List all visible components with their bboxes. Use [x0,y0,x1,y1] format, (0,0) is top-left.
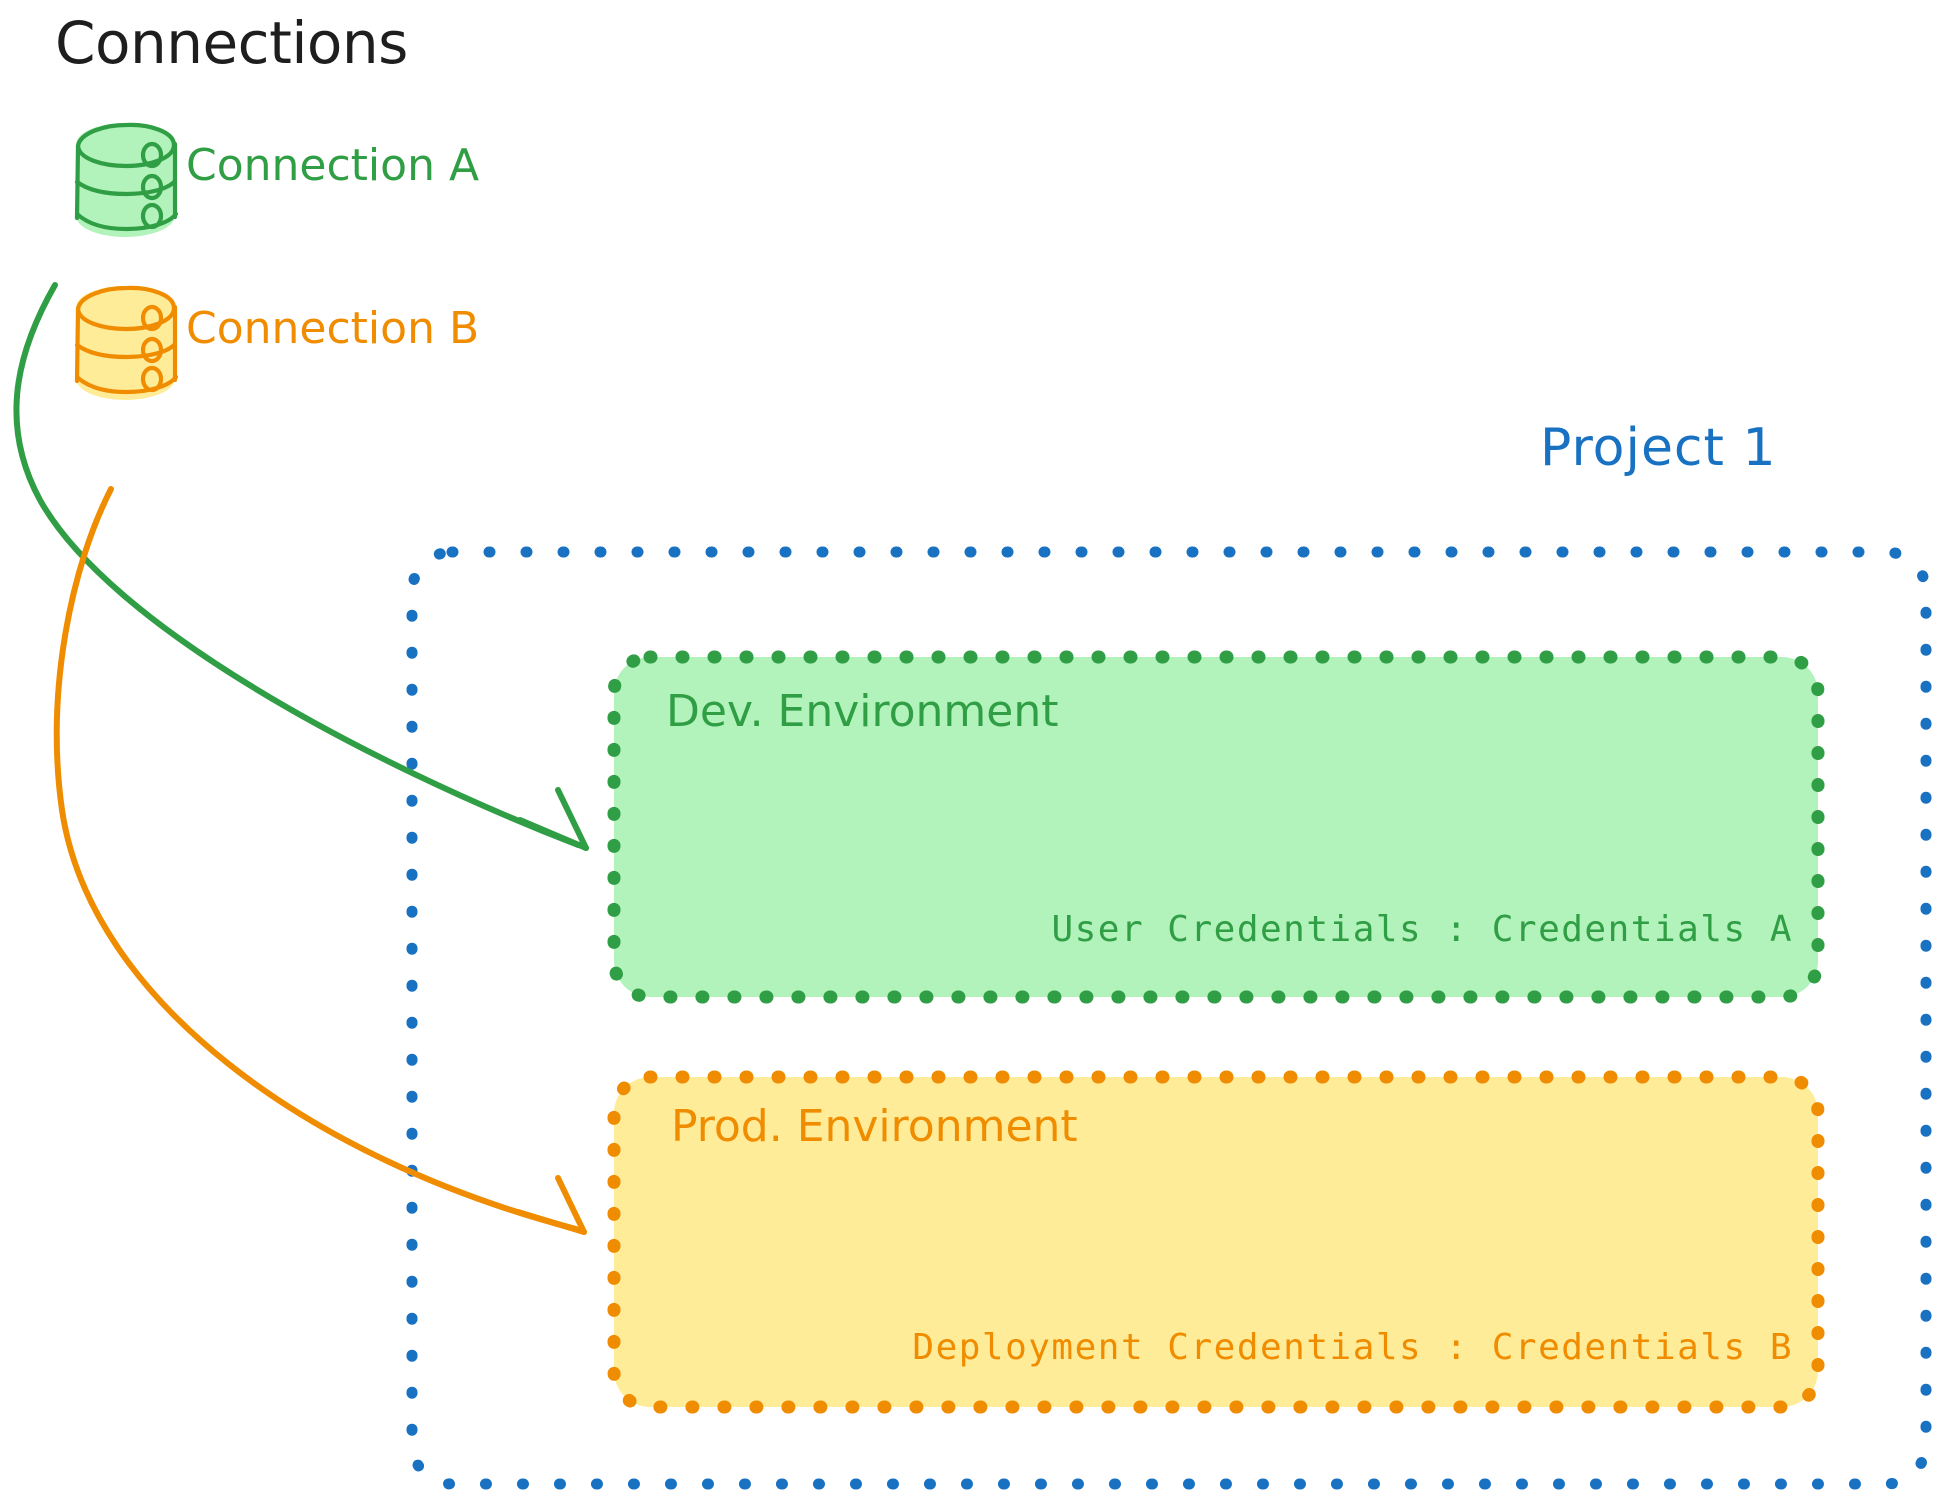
database-icon-connection-b[interactable] [74,285,179,400]
dev-environment-credentials: User Credentials : Credentials A [1051,909,1793,950]
connection-b-label: Connection B [186,303,480,354]
project-1-label: Project 1 [1540,418,1777,478]
dev-environment-title: Dev. Environment [666,686,1059,737]
page-title: Connections [55,9,408,77]
prod-environment-container[interactable] [607,1070,1825,1414]
connection-a-label: Connection A [186,140,480,191]
arrow-connection-b-to-prod [53,486,587,1235]
dev-environment-container[interactable] [607,650,1825,1004]
database-icon-connection-a[interactable] [74,122,179,237]
project-1-container [406,546,1932,1490]
prod-environment-title: Prod. Environment [671,1101,1078,1152]
prod-environment-credentials: Deployment Credentials : Credentials B [912,1327,1793,1368]
